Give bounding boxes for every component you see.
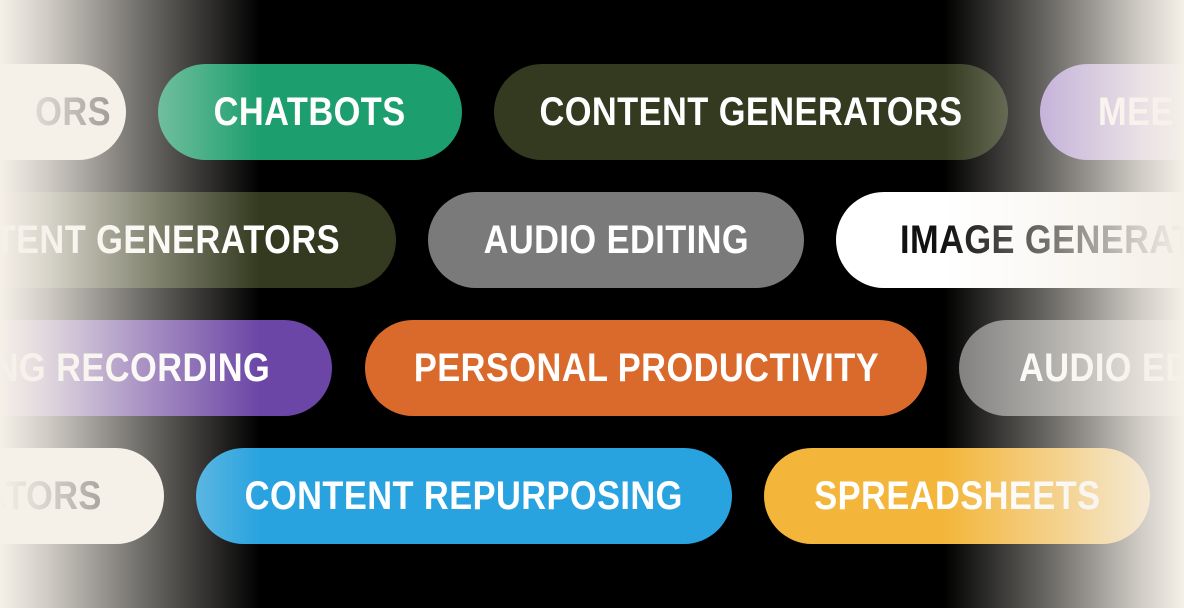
tag-pill-mee[interactable]: MEE — [1040, 64, 1184, 160]
tag-pill-spreadsheets[interactable]: SPREADSHEETS — [764, 448, 1150, 544]
tag-pill-content-repurposing[interactable]: CONTENT REPURPOSING — [196, 448, 732, 544]
tag-label: CONTENT GENERATORS — [539, 89, 963, 134]
tag-label: NTENT GENERATORS — [0, 217, 340, 262]
tag-label: MEE — [1098, 89, 1174, 134]
tag-pill-personal-productivity[interactable]: PERSONAL PRODUCTIVITY — [365, 320, 927, 416]
tag-pill-audio-editing[interactable]: AUDIO EDITING — [428, 192, 804, 288]
tag-label: IMAGE GENERATO — [900, 217, 1184, 262]
tag-label: CHATBOTS — [214, 89, 406, 134]
tag-pill-audio-editing-partial[interactable]: AUDIO ED — [959, 320, 1184, 416]
tag-pill-content-generators-partial[interactable]: NTENT GENERATORS — [0, 192, 396, 288]
tag-label: SPREADSHEETS — [813, 473, 1101, 518]
tag-label: CONTENT REPURPOSING — [244, 473, 684, 518]
tag-pill-image-generators[interactable]: IMAGE GENERATO — [836, 192, 1184, 288]
tag-pill-chatbots[interactable]: CHATBOTS — [158, 64, 462, 160]
tag-label: PERSONAL PRODUCTIVITY — [413, 345, 879, 390]
tag-pill-ors[interactable]: ORS — [0, 64, 126, 160]
tag-label: ORS — [35, 89, 111, 134]
tag-label: AUDIO ED — [1019, 345, 1184, 390]
tag-label: ATORS — [0, 473, 102, 518]
tag-label: AUDIO EDITING — [483, 217, 749, 262]
tag-pill-content-generators[interactable]: CONTENT GENERATORS — [494, 64, 1008, 160]
tag-pill-meeting-recording[interactable]: ING RECORDING — [0, 320, 332, 416]
tag-label: ING RECORDING — [0, 345, 270, 390]
tag-pill-ators[interactable]: ATORS — [0, 448, 164, 544]
